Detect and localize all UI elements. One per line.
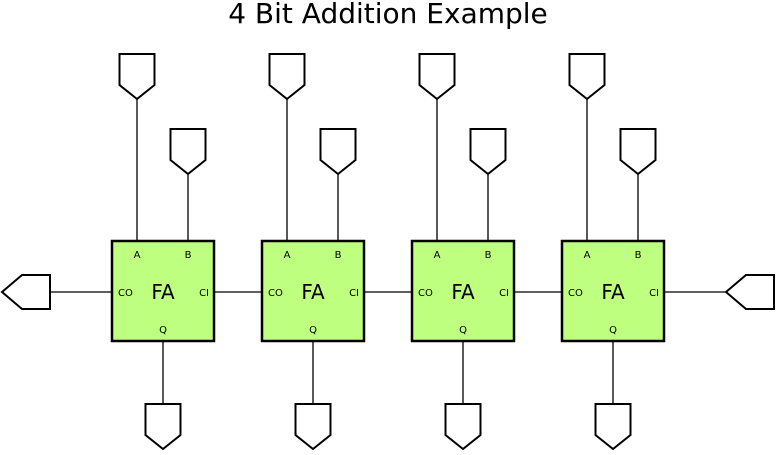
port-label-b: B	[185, 250, 192, 261]
block-label: FA	[301, 280, 325, 304]
wires-layer	[50, 99, 726, 404]
carry-in-pin	[724, 274, 775, 310]
port-label-co: CO	[118, 288, 133, 299]
port-label-q: Q	[309, 325, 317, 336]
full-adder-block-2: A B CO CI Q FA	[260, 239, 366, 343]
block-body	[110, 239, 216, 343]
port-label-ci: CI	[199, 288, 209, 299]
port-label-co: CO	[418, 288, 433, 299]
block-body	[260, 239, 366, 343]
port-label-q: Q	[609, 325, 617, 336]
port-label-a: A	[134, 250, 141, 261]
pins-layer	[0, 53, 775, 451]
full-adder-block-1: A B CO CI Q FA	[110, 239, 216, 343]
blocks-layer: A B CO CI Q FA A B CO CI Q FA A B CO CI Q FA A B CO CI Q FA	[110, 239, 666, 343]
input-a-pin-4	[568, 53, 606, 101]
port-label-a: A	[284, 250, 291, 261]
diagram-title: 4 Bit Addition Example	[228, 0, 548, 30]
input-b-pin-3	[469, 128, 507, 176]
output-q-pin-1	[144, 403, 182, 451]
output-q-pin-3	[444, 403, 482, 451]
port-label-co: CO	[568, 288, 583, 299]
output-q-pin-2	[294, 403, 332, 451]
port-label-a: A	[434, 250, 441, 261]
input-b-pin-1	[169, 128, 207, 176]
block-body	[410, 239, 516, 343]
carry-out-pin	[0, 274, 51, 310]
output-q-pin-4	[594, 403, 632, 451]
block-body	[560, 239, 666, 343]
port-label-ci: CI	[349, 288, 359, 299]
port-label-ci: CI	[499, 288, 509, 299]
port-label-ci: CI	[649, 288, 659, 299]
input-a-pin-1	[118, 53, 156, 101]
port-label-co: CO	[268, 288, 283, 299]
input-a-pin-2	[268, 53, 306, 101]
input-a-pin-3	[418, 53, 456, 101]
full-adder-block-3: A B CO CI Q FA	[410, 239, 516, 343]
block-label: FA	[601, 280, 625, 304]
port-label-b: B	[335, 250, 342, 261]
block-label: FA	[451, 280, 475, 304]
block-label: FA	[151, 280, 175, 304]
port-label-q: Q	[159, 325, 167, 336]
port-label-a: A	[584, 250, 591, 261]
port-label-q: Q	[459, 325, 467, 336]
port-label-b: B	[485, 250, 492, 261]
input-b-pin-2	[319, 128, 357, 176]
full-adder-block-4: A B CO CI Q FA	[560, 239, 666, 343]
port-label-b: B	[635, 250, 642, 261]
input-b-pin-4	[619, 128, 657, 176]
